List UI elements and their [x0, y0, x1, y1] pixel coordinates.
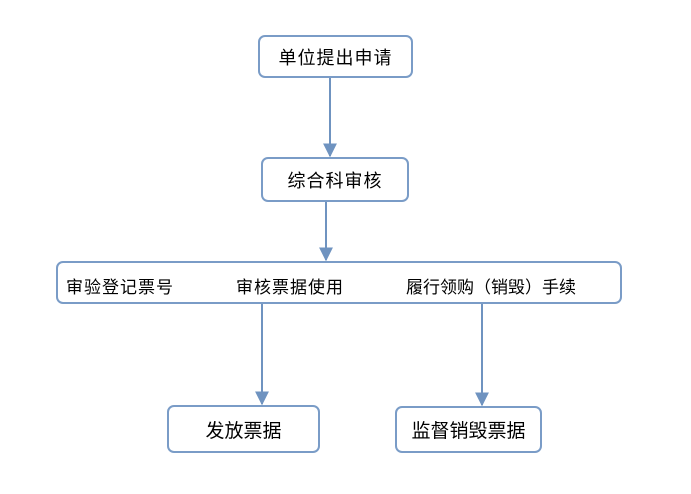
node-issue-label: 发放票据 [205, 419, 282, 442]
node-tasks: 审验登记票号 审核票据使用 履行领购（销毁）手续 [56, 261, 622, 304]
node-apply: 单位提出申请 [258, 35, 413, 78]
task-purchase-destroy-procedures: 履行领购（销毁）手续 [406, 278, 576, 298]
node-apply-label: 单位提出申请 [278, 47, 393, 69]
node-destroy-label: 监督销毁票据 [411, 420, 526, 442]
task-verify-register-numbers: 审验登记票号 [66, 278, 174, 298]
node-issue: 发放票据 [167, 405, 320, 453]
node-review-label: 综合科审核 [287, 170, 383, 192]
task-review-invoice-usage: 审核票据使用 [236, 278, 344, 298]
node-destroy: 监督销毁票据 [395, 406, 542, 453]
node-review: 综合科审核 [261, 157, 409, 202]
